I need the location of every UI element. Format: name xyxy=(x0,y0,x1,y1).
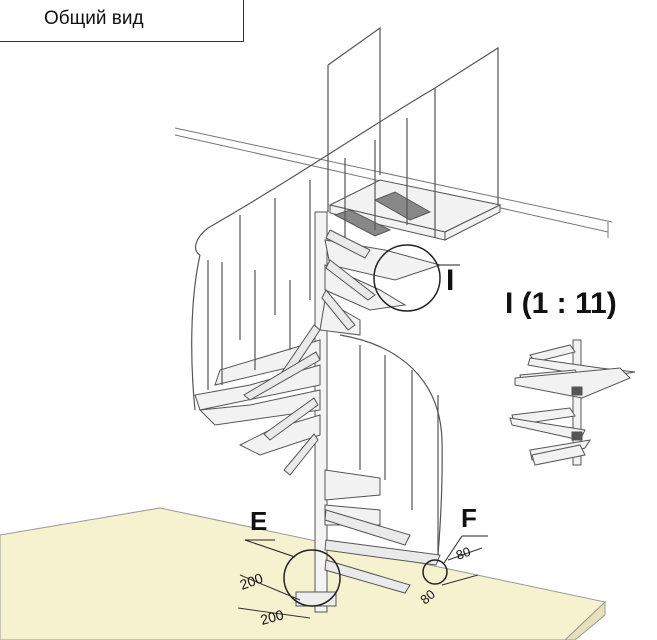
title-box: Общий вид xyxy=(0,0,244,42)
node-callout-f: F 80 80 xyxy=(417,503,488,607)
dim-f-a: 80 xyxy=(454,544,473,563)
dim-e-b: 200 xyxy=(259,606,286,628)
handrail-lower xyxy=(191,254,443,556)
detail-inset xyxy=(509,339,636,466)
floor-slab xyxy=(0,507,607,640)
view-title: Общий вид xyxy=(44,8,144,29)
handrail-upper xyxy=(194,26,499,340)
node-callout-e: E 200 200 xyxy=(238,506,341,628)
detail-scale-label: I (1 : 11) xyxy=(505,287,617,320)
detail-callout-i: I xyxy=(373,244,460,312)
stringers xyxy=(243,229,441,594)
detail-label-i: I xyxy=(446,264,454,297)
top-landing xyxy=(328,179,502,241)
node-label-f: F xyxy=(461,503,477,533)
node-label-e: E xyxy=(250,506,267,536)
dim-e-a: 200 xyxy=(238,570,266,593)
